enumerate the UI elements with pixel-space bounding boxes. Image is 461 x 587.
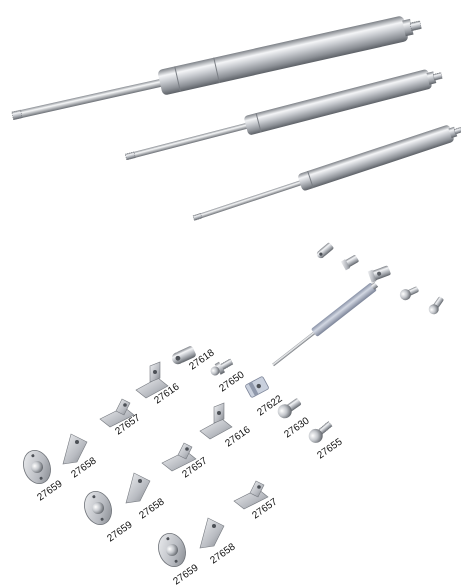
ball-socket-fitting-icon <box>399 286 419 301</box>
angle-bracket-27616 <box>135 361 169 399</box>
clevis-fitting-icon <box>340 255 359 271</box>
eyelet-27618 <box>171 346 196 365</box>
piston-rod <box>272 330 317 367</box>
angle-bracket-27616 <box>199 402 233 440</box>
flange-plate-27659 <box>158 533 186 567</box>
threaded-end <box>192 212 203 221</box>
triangle-bracket-27658 <box>62 433 88 465</box>
threaded-end <box>124 151 136 161</box>
flange-plate-27659 <box>23 450 51 484</box>
clevis-27622 <box>245 376 269 398</box>
angle-bracket-27657 <box>233 480 269 510</box>
fork-fitting-icon <box>367 265 391 283</box>
cylinder-body <box>311 283 377 337</box>
triangle-bracket-27658 <box>125 472 151 504</box>
gas-spring-exploded <box>272 281 379 367</box>
cylinder-body <box>298 125 454 191</box>
ball-stud-27650 <box>210 358 234 376</box>
cylinder-body <box>158 16 408 95</box>
gas-spring-medium <box>124 69 443 161</box>
flange-plate-27659 <box>84 491 112 525</box>
triangle-bracket-27658 <box>199 517 225 549</box>
part-label: 27630 <box>282 415 311 440</box>
threaded-end <box>409 20 422 32</box>
piston-rod <box>19 78 164 119</box>
ball-stud-27655 <box>308 421 333 443</box>
cylinder-body <box>244 69 432 135</box>
ball-socket-27630 <box>277 398 301 419</box>
part-label: 27658 <box>137 496 166 521</box>
piston-rod <box>199 179 303 219</box>
angle-bracket-27657 <box>99 398 135 428</box>
piston-rod <box>132 122 249 158</box>
threaded-end <box>432 72 443 81</box>
eyelet-fitting-icon <box>316 242 334 259</box>
gas-spring-small <box>192 125 461 221</box>
angle-bracket-27657 <box>161 442 197 472</box>
gas-spring-large <box>11 16 422 121</box>
part-label: 27659 <box>105 519 134 544</box>
ball-socket-fitting-icon <box>428 296 444 315</box>
threaded-end <box>11 109 23 121</box>
threaded-end <box>453 126 461 135</box>
